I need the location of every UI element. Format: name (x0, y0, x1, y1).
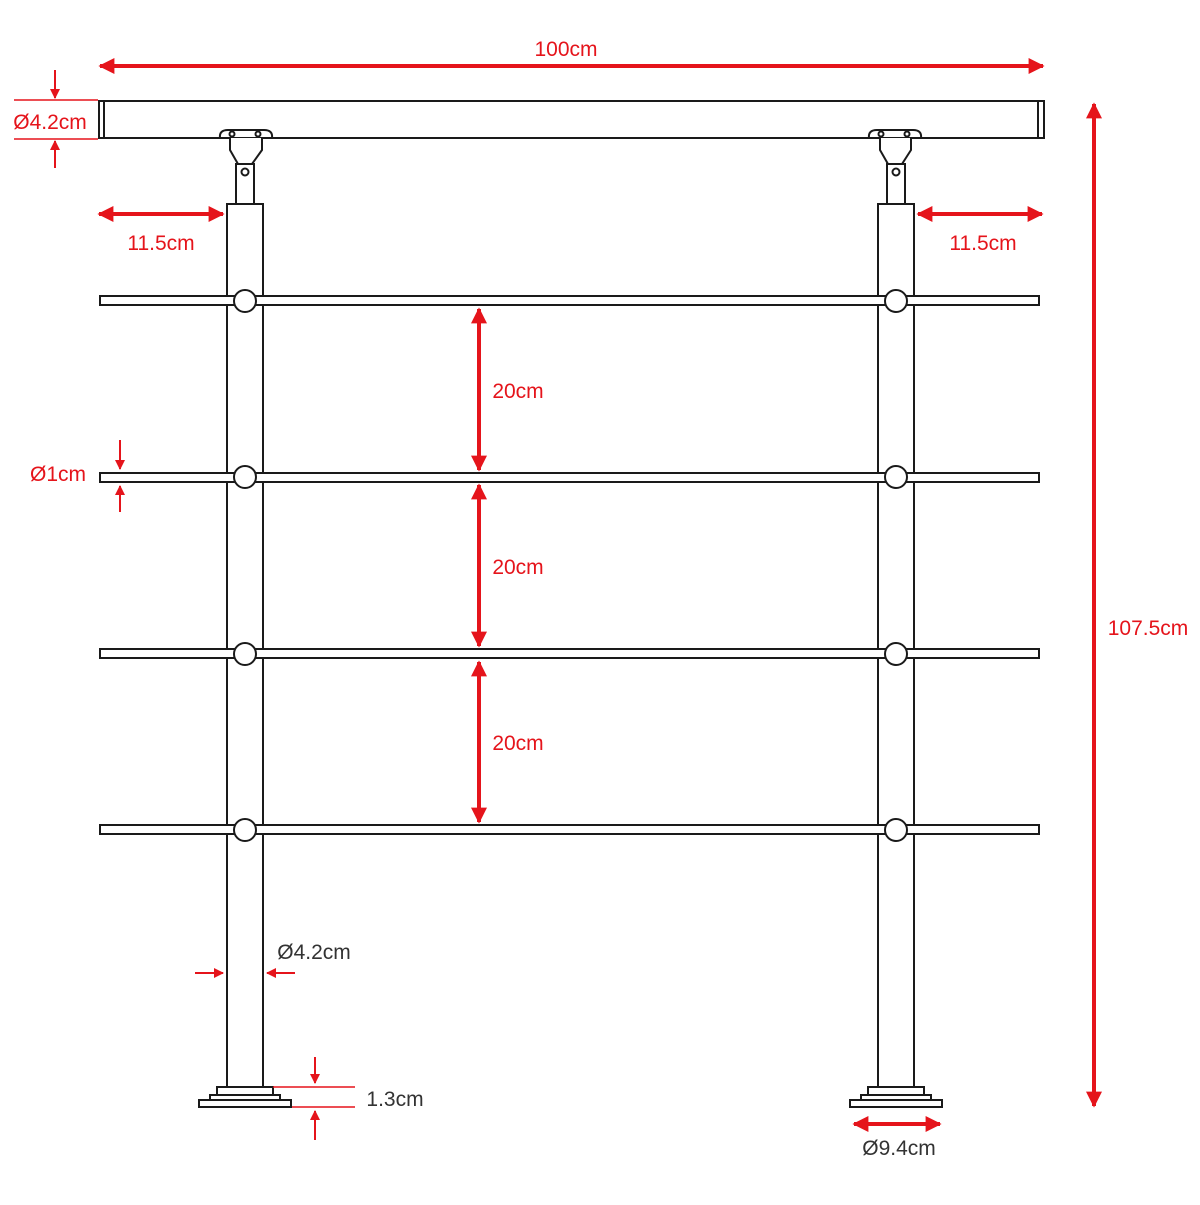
rod-spacing-label-1: 20cm (492, 380, 543, 403)
pointer-arrows (50, 70, 320, 1140)
left-handrail-bracket (218, 129, 274, 205)
connector (233, 465, 257, 489)
rod (99, 648, 1040, 659)
rod (99, 472, 1040, 483)
right-post (849, 129, 943, 1108)
post-diameter-label: Ø4.2cm (277, 941, 351, 964)
left-base-plate (198, 1086, 292, 1108)
connector (233, 289, 257, 313)
connector (884, 289, 908, 313)
right-handrail-bracket (867, 129, 923, 205)
connector (233, 642, 257, 666)
rod (99, 824, 1040, 835)
connector (884, 642, 908, 666)
rod-diameter-label: Ø1cm (30, 463, 86, 486)
left-overhang-label: 11.5cm (127, 232, 194, 255)
rod-spacing-label-3: 20cm (492, 732, 543, 755)
connector (884, 465, 908, 489)
width-label: 100cm (534, 38, 597, 61)
connector (233, 818, 257, 842)
dimension-arrows (97, 58, 1102, 1132)
height-label: 107.5cm (1108, 617, 1189, 640)
base-diameter-label: Ø9.4cm (862, 1137, 936, 1160)
right-base-plate (849, 1086, 943, 1108)
rod-connectors (233, 289, 908, 842)
right-overhang-label: 11.5cm (949, 232, 1016, 255)
base-thickness-label: 1.3cm (366, 1088, 423, 1111)
horizontal-rods (99, 295, 1040, 835)
rod (99, 295, 1040, 306)
handrail-diameter-label: Ø4.2cm (13, 111, 87, 134)
extension-lines (14, 99, 355, 1108)
rod-spacing-label-2: 20cm (492, 556, 543, 579)
connector (884, 818, 908, 842)
